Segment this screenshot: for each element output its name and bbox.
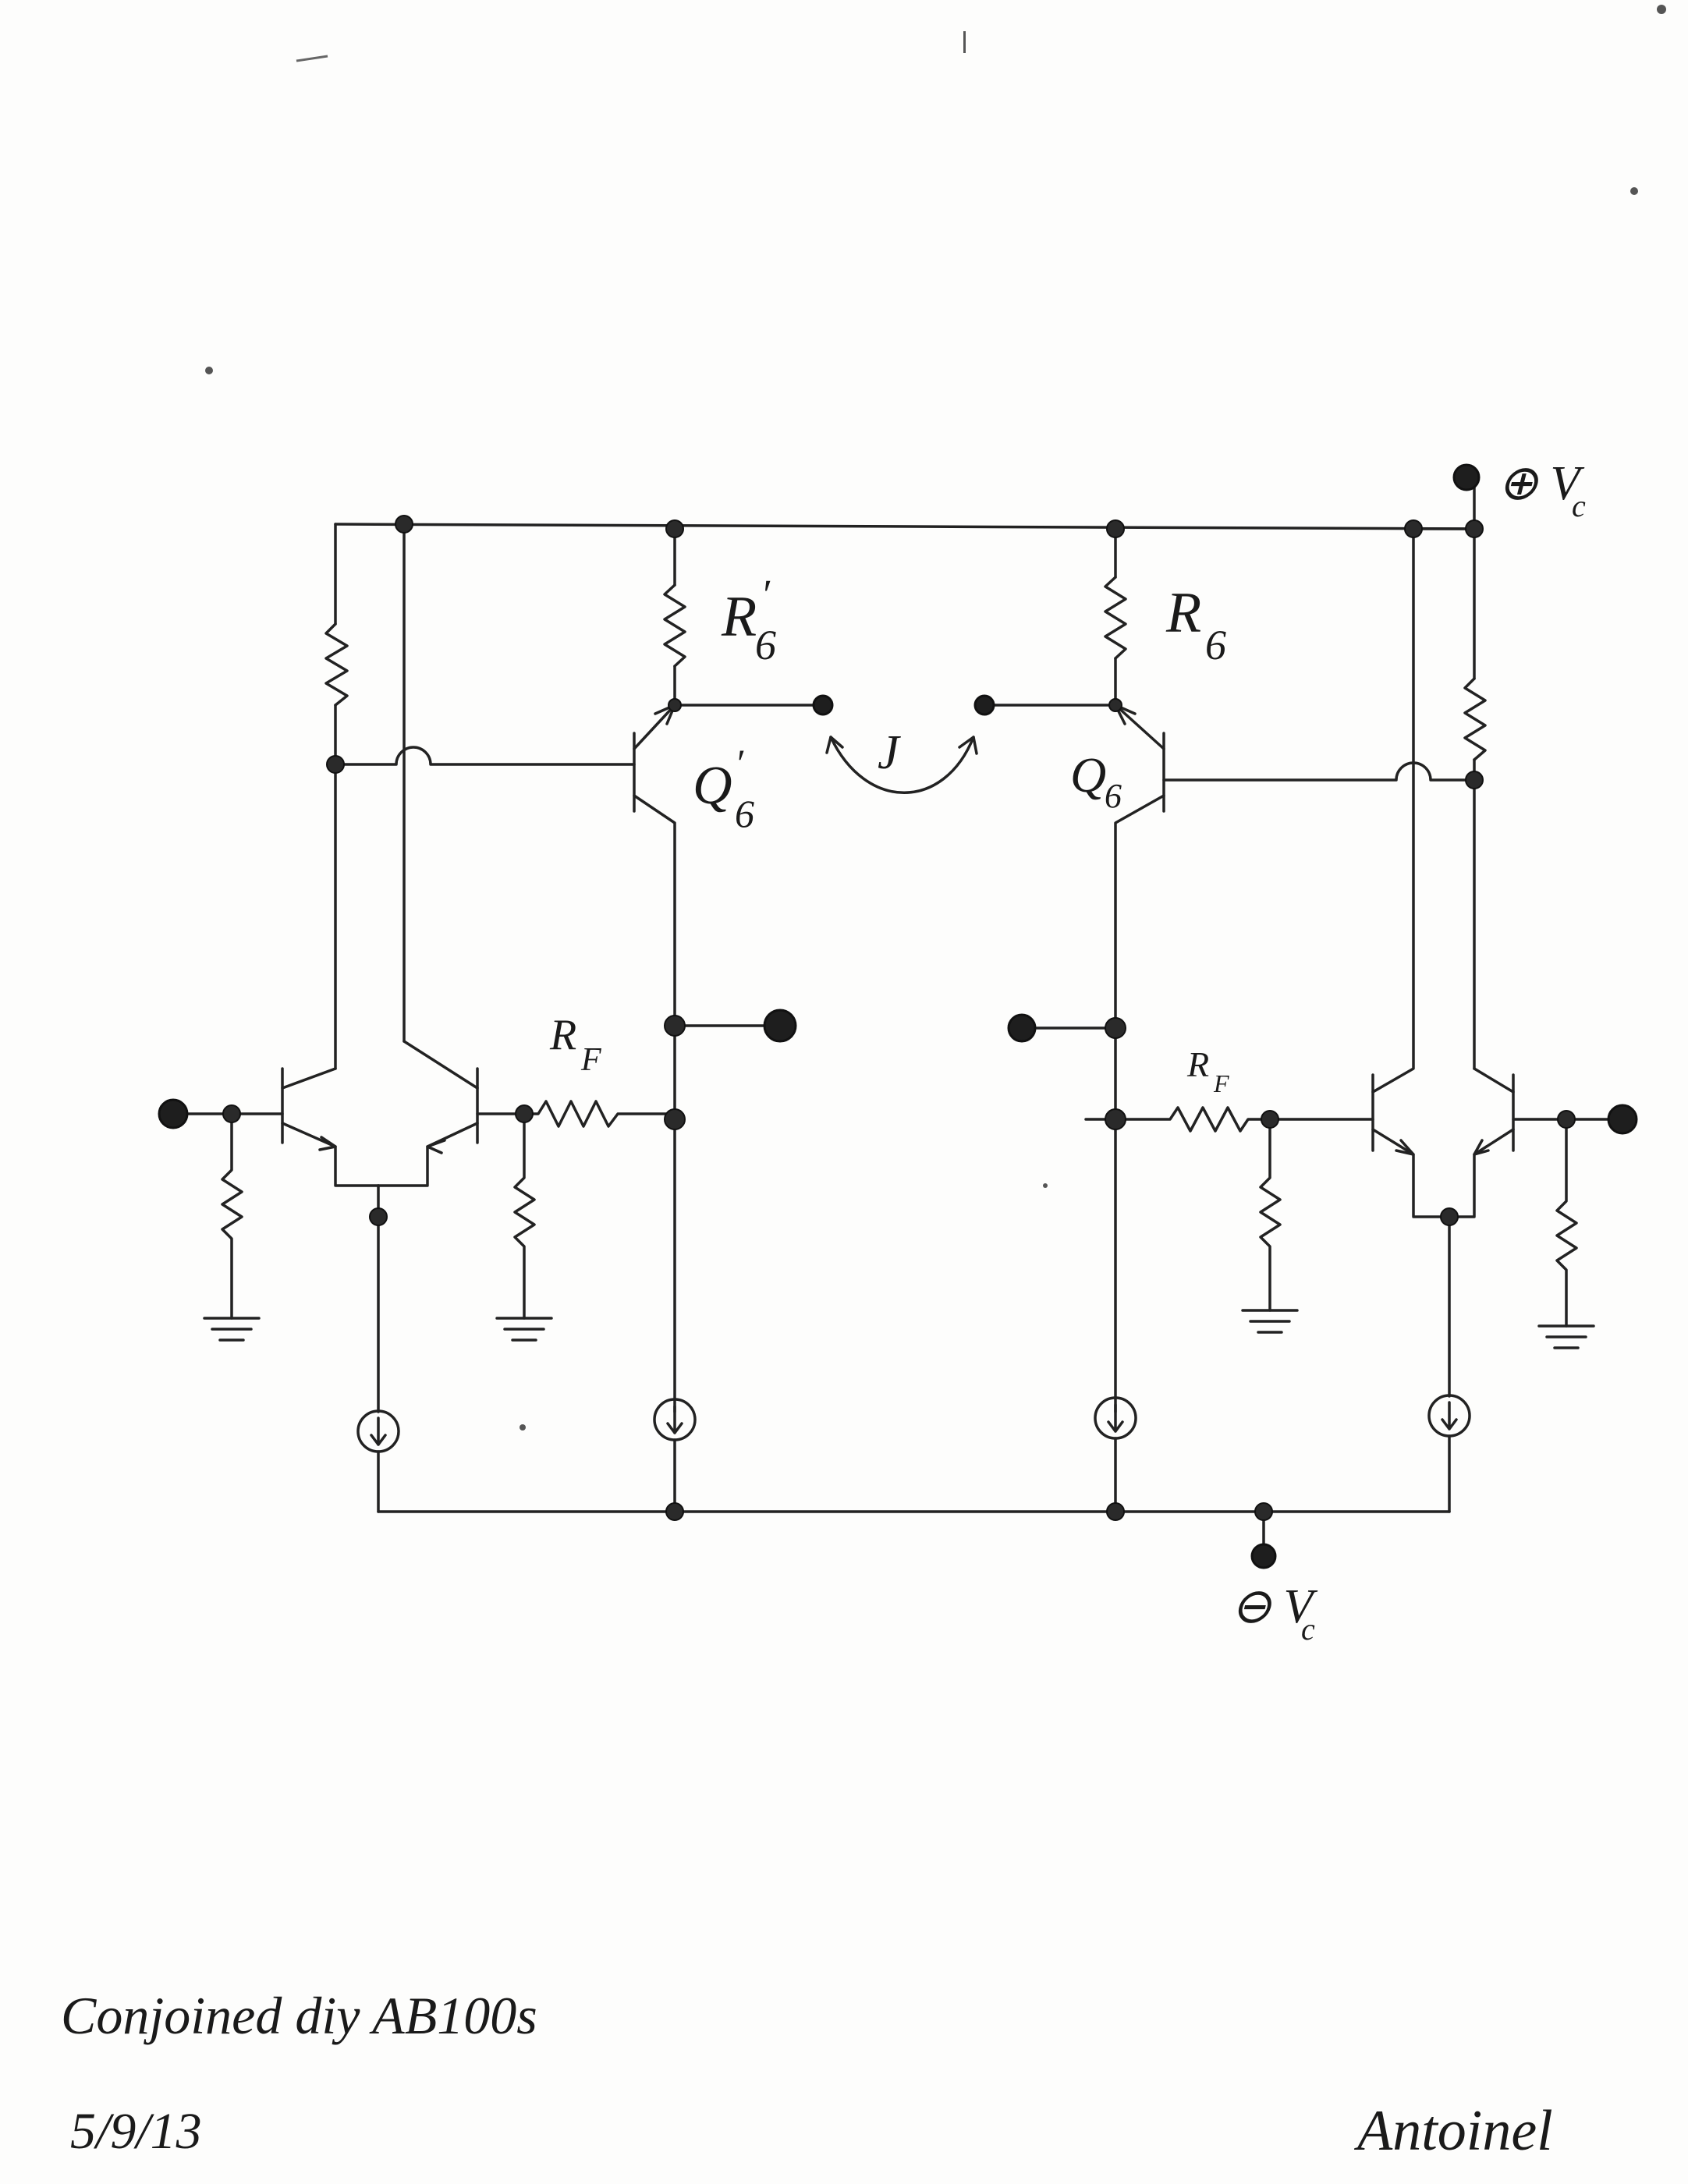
- q6-label: Q: [1070, 747, 1106, 803]
- negative-supply-rail: [377, 1510, 1451, 1554]
- scan-specks: [205, 5, 1666, 1431]
- vc-minus-subscript: c: [1301, 1611, 1315, 1647]
- vc-minus-terminal: [1250, 1543, 1277, 1569]
- positive-supply-rail: [334, 476, 1476, 530]
- vc-plus-label: ⊕ V: [1498, 457, 1584, 510]
- vc-plus-terminal: [1452, 463, 1481, 491]
- q6-prime-mark: ′: [735, 741, 744, 785]
- jumper-label: J: [878, 726, 901, 779]
- r6-prime-label: R: [721, 585, 757, 649]
- r6-subscript: 6: [1205, 622, 1226, 668]
- schematic-labels: ⊕ V c ⊖ V c R ′ 6 R 6 Q ′ 6 Q 6 J R F R …: [549, 457, 1586, 1647]
- jumper-right-pin: [973, 694, 995, 716]
- r6-label: R: [1165, 581, 1201, 645]
- handwritten-date: 5/9/13: [70, 2103, 202, 2160]
- q6-subscript: 6: [1105, 777, 1122, 815]
- right-amplifier: [983, 527, 1624, 1513]
- handwritten-signature: Antoinel: [1357, 2099, 1553, 2163]
- rf-left-subscript: F: [580, 1042, 601, 1078]
- r6-prime-mark: ′: [761, 571, 771, 618]
- jumper-j: [825, 736, 978, 794]
- rf-left-label: R: [549, 1011, 576, 1059]
- left-output-terminal: [763, 1009, 797, 1043]
- q6-prime-label: Q: [693, 756, 732, 816]
- right-input-terminal: [1607, 1104, 1638, 1135]
- jumper-left-pin: [812, 694, 834, 716]
- left-input-terminal: [158, 1098, 189, 1129]
- r6-prime-subscript: 6: [755, 622, 776, 668]
- terminals: [158, 463, 1638, 1569]
- right-output-terminal: [1007, 1013, 1037, 1043]
- vc-minus-label: ⊖ V: [1231, 1580, 1317, 1633]
- rf-right-subscript: F: [1213, 1069, 1229, 1097]
- junction-nodes: [222, 515, 1576, 1521]
- left-amplifier: [172, 523, 824, 1513]
- q6-prime-subscript: 6: [735, 792, 754, 835]
- vc-plus-subscript: c: [1572, 488, 1586, 523]
- rf-right-label: R: [1186, 1044, 1209, 1084]
- handwritten-title: Conjoined diy AB100s: [61, 1986, 537, 2045]
